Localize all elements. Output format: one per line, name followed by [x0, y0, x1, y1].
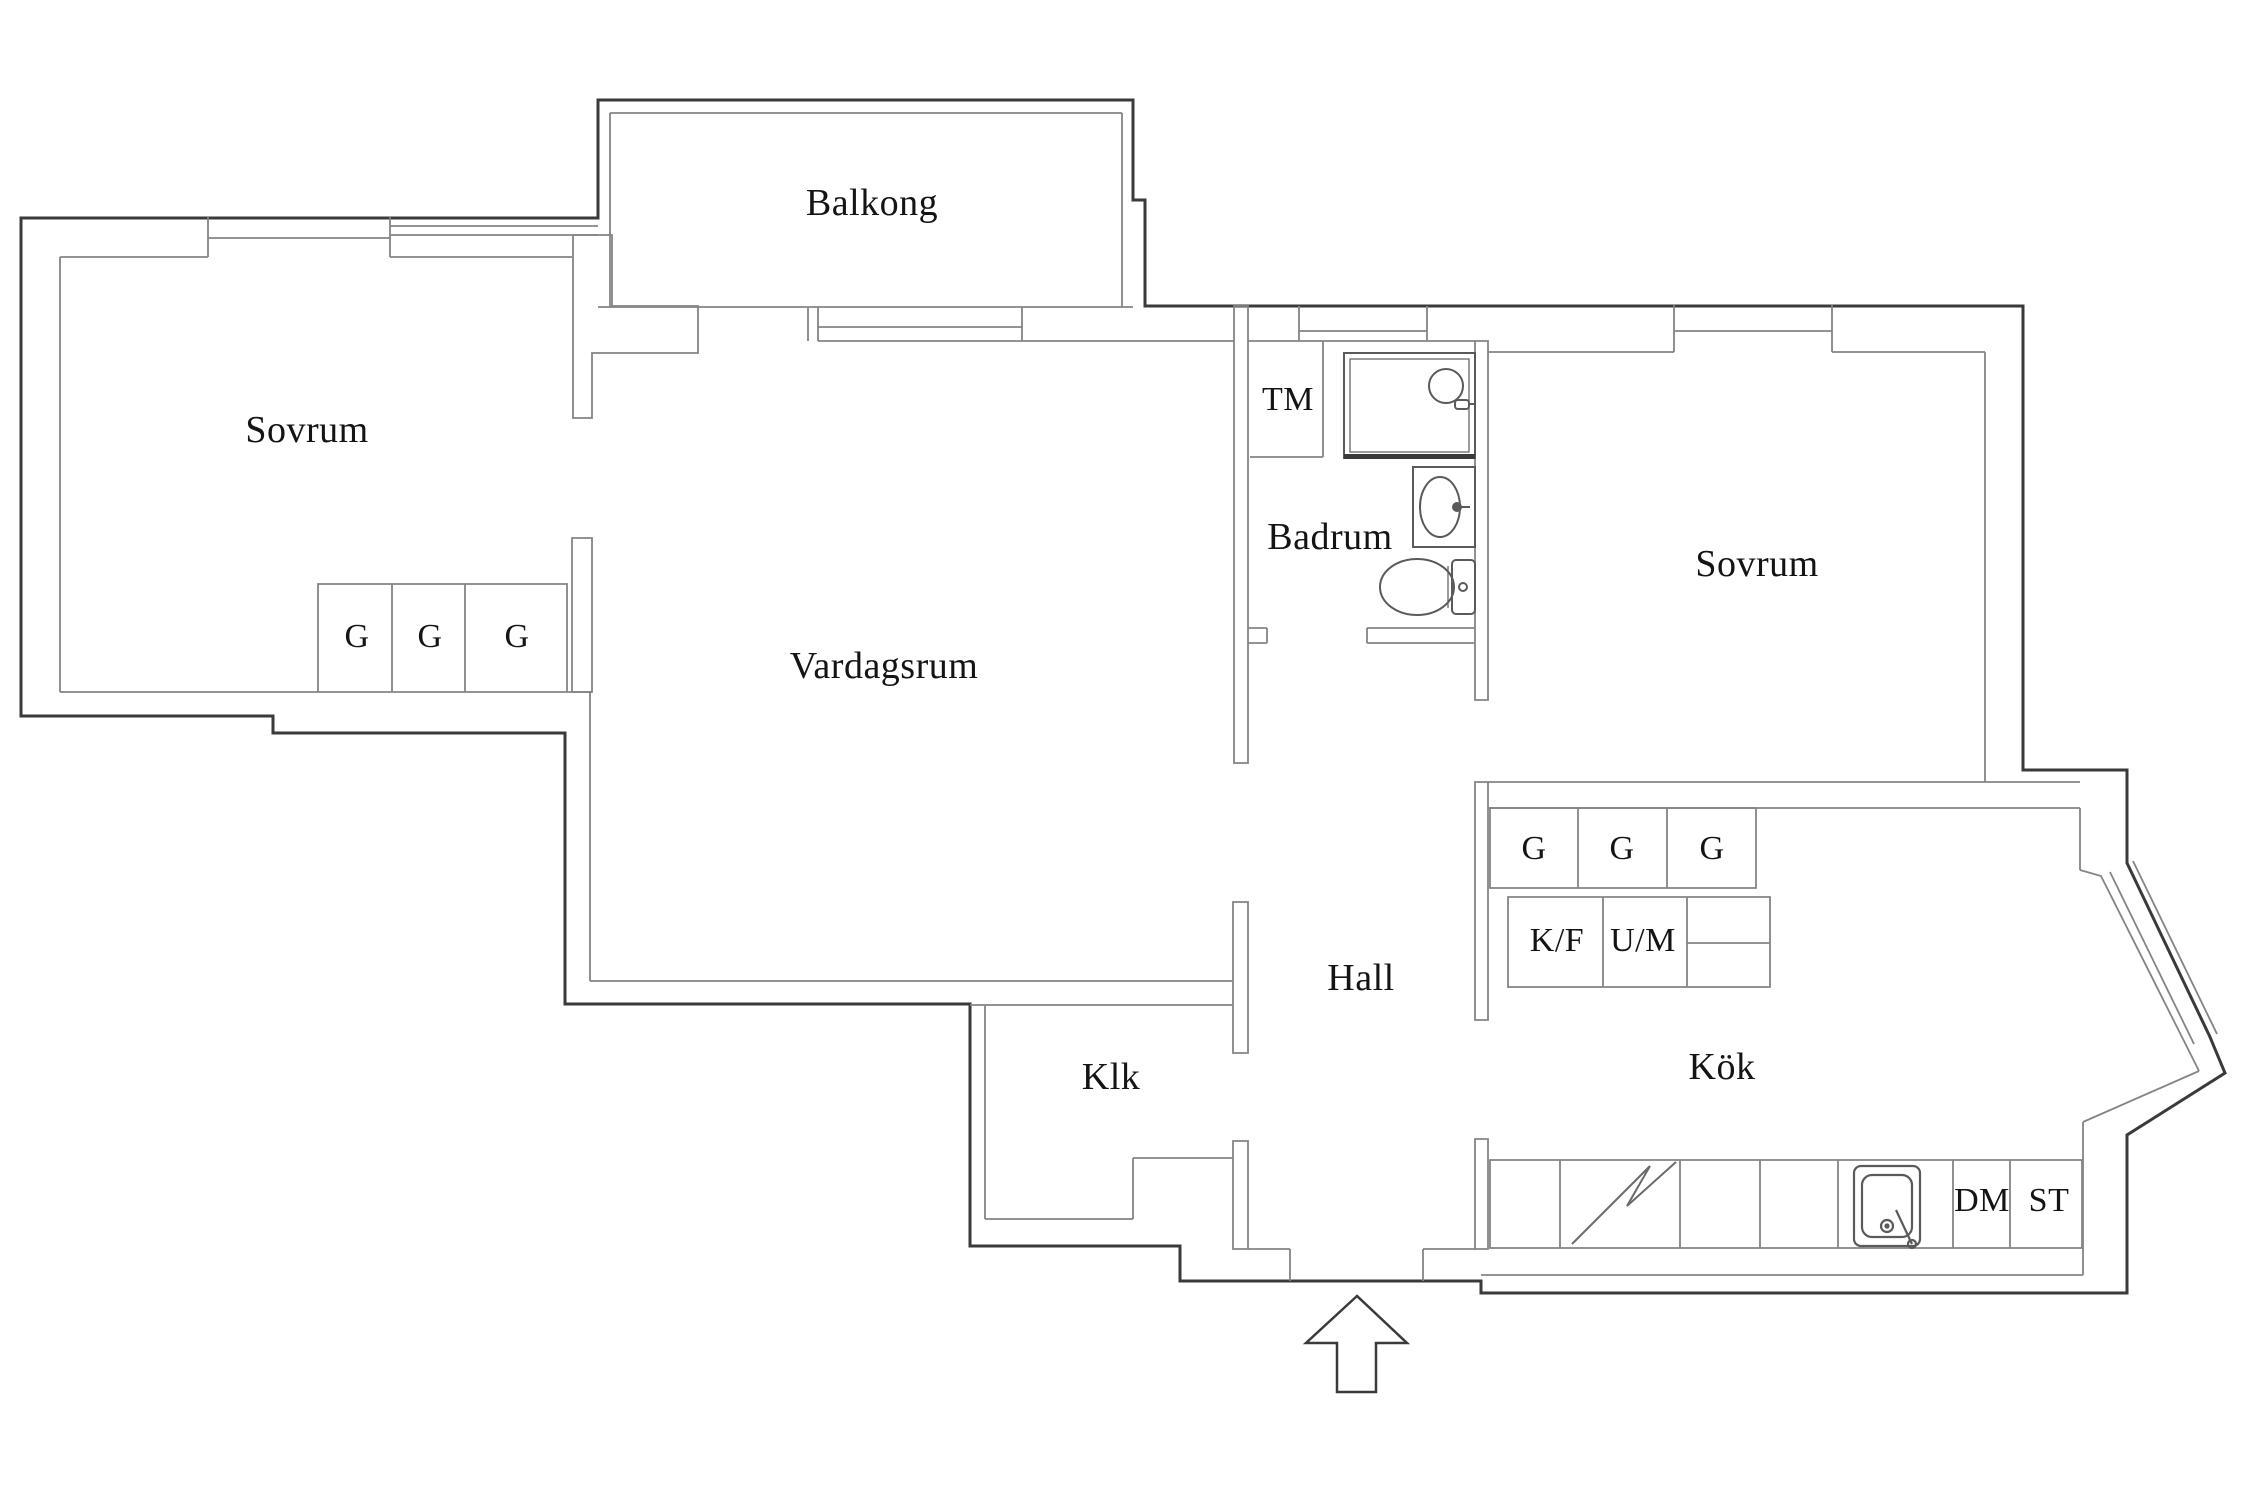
appliance-label-dm: DM [1954, 1182, 2010, 1219]
room-label-sovrum-left: Sovrum [245, 409, 369, 451]
room-label-badrum: Badrum [1267, 516, 1393, 558]
bay-window-icon [2109, 860, 2218, 1045]
shower-icon [1343, 352, 1476, 459]
washbasin-icon [1412, 466, 1476, 548]
room-label-vardagsrum: Vardagsrum [789, 645, 979, 687]
stove-icon [1571, 1161, 1677, 1245]
wardrobe-label-g3: G [504, 618, 530, 655]
toilet-icon [1379, 558, 1476, 616]
wardrobe-label-g4: G [1521, 830, 1547, 867]
wardrobe-label-g2: G [417, 618, 443, 655]
kitchen-counter [1489, 1159, 2083, 1249]
appliance-label-st: ST [2028, 1182, 2070, 1219]
appliance-label-kf: K/F [1529, 922, 1585, 959]
inner-walls [59, 112, 2200, 1281]
room-label-hall: Hall [1327, 957, 1395, 999]
fridge-cabinet-row [1507, 896, 1771, 988]
room-label-kok: Kök [1688, 1046, 1756, 1088]
room-label-klk: Klk [1081, 1056, 1141, 1098]
wardrobe-label-g1: G [344, 618, 370, 655]
entry-arrow-icon [1302, 1294, 1411, 1394]
wardrobe-row-right [1489, 807, 1757, 889]
outer-wall [19, 98, 2227, 1295]
room-label-balkong: Balkong [805, 182, 939, 224]
wardrobe-label-g5: G [1609, 830, 1635, 867]
room-label-sovrum-right: Sovrum [1695, 543, 1819, 585]
fixture-label-tm: TM [1262, 381, 1314, 418]
wardrobe-row-left [317, 583, 568, 692]
kitchen-sink-icon [1852, 1164, 1922, 1250]
wardrobe-label-g6: G [1699, 830, 1725, 867]
appliance-label-um: U/M [1610, 922, 1676, 959]
